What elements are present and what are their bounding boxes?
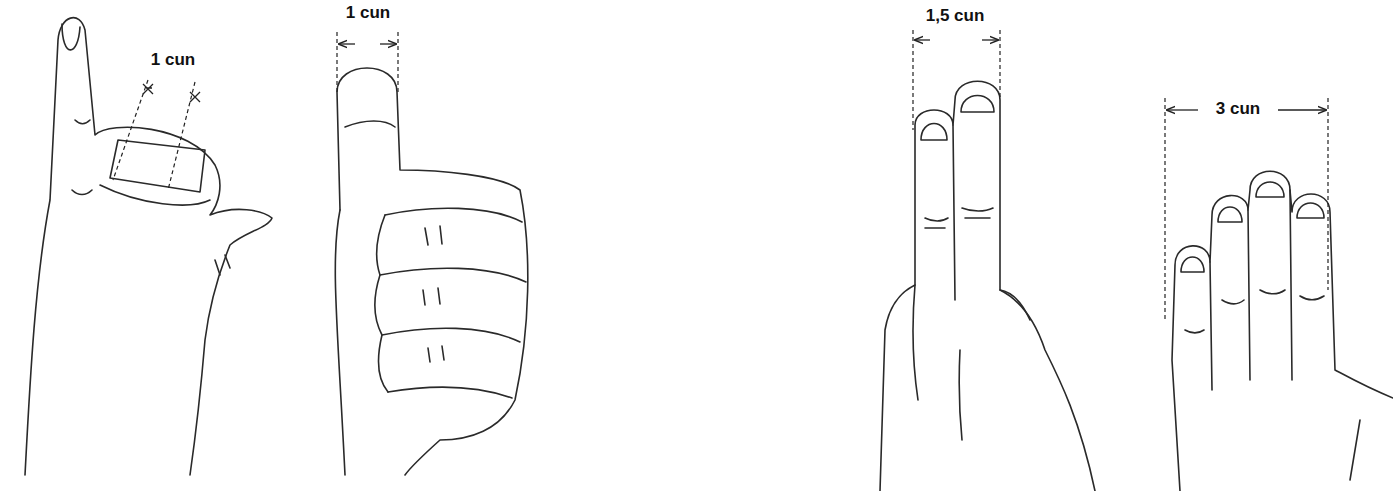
dimension-label: 1,5 cun bbox=[923, 6, 988, 26]
dimension-arrows bbox=[143, 40, 1326, 110]
dimension-guides bbox=[113, 30, 1328, 320]
dimension-label: 1 cun bbox=[148, 50, 198, 70]
hand-two-fingers bbox=[880, 81, 1095, 491]
dimension-label: 3 cun bbox=[1213, 99, 1263, 119]
hand-four-fingers bbox=[1172, 171, 1393, 491]
dimension-label: 1 cun bbox=[343, 3, 393, 23]
hand-thumb-up bbox=[335, 68, 527, 475]
hand-bent-finger bbox=[25, 18, 272, 475]
